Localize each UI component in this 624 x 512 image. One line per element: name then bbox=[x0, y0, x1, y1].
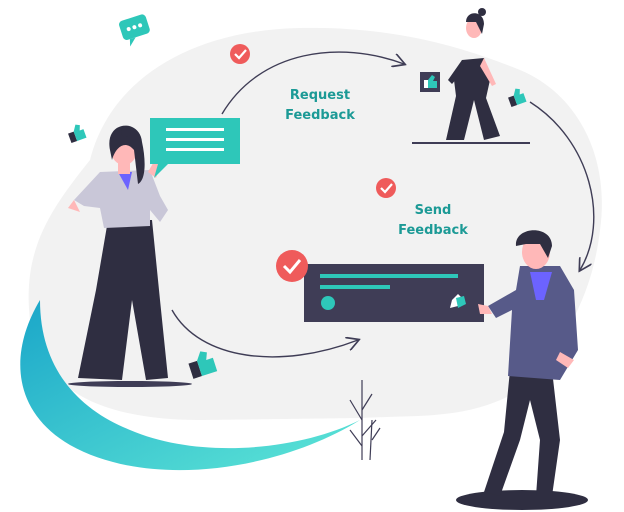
woman-top bbox=[412, 8, 530, 144]
request-label-line1: Request bbox=[289, 88, 351, 103]
thumbs-up-icon bbox=[188, 351, 218, 379]
check-icon bbox=[230, 44, 250, 64]
arrow-icon bbox=[221, 51, 404, 115]
plant bbox=[349, 380, 381, 461]
request-feedback-label: Request Feedback bbox=[250, 86, 390, 126]
speech-bubble bbox=[150, 118, 240, 178]
teal-swoosh bbox=[20, 300, 360, 471]
thumbs-up-card bbox=[420, 72, 440, 92]
thumbs-up-icon bbox=[68, 124, 87, 144]
send-feedback-label: Send Feedback bbox=[363, 201, 503, 241]
send-label-line1: Send bbox=[414, 203, 452, 218]
arrow-icon bbox=[529, 101, 595, 270]
check-icon bbox=[276, 250, 308, 282]
woman-left bbox=[68, 125, 192, 387]
thumbs-up-icon bbox=[508, 88, 527, 108]
request-label-line2: Feedback bbox=[285, 108, 355, 123]
man-right bbox=[456, 230, 588, 510]
chat-bubble-icon bbox=[119, 14, 150, 47]
arrow-icon bbox=[171, 309, 358, 358]
check-icon bbox=[376, 178, 396, 198]
send-label-line2: Feedback bbox=[398, 223, 468, 238]
feedback-card bbox=[304, 264, 484, 322]
